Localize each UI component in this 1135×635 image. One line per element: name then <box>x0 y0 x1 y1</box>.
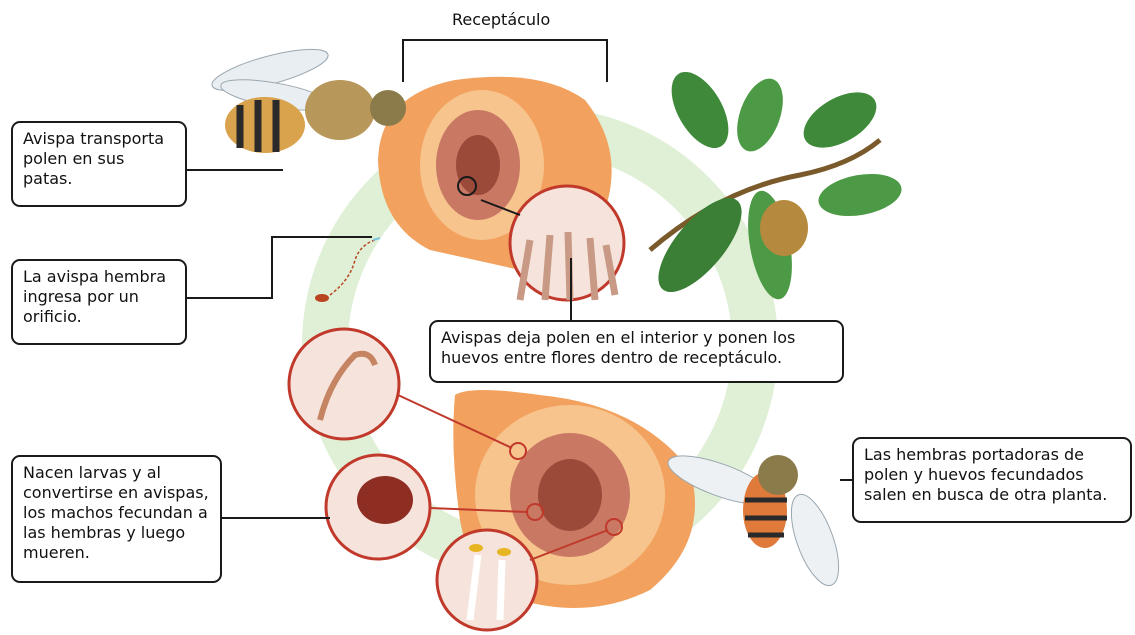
receptacle-label: Receptáculo <box>452 10 562 30</box>
callout-females-leave: Las hembras portadoras de polen y huevos… <box>852 437 1132 523</box>
receptacle-bracket <box>403 40 607 82</box>
wasp-carrying-pollen <box>208 41 406 153</box>
callout-wasp-carries-pollen: Avispa transporta polen en sus patas. <box>11 121 187 207</box>
callout-larvae-born: Nacen larvas y al convertirse en avispas… <box>11 455 222 583</box>
callout-female-enters: La avispa hembra ingresa por un orificio… <box>11 259 187 345</box>
callout-leaves-pollen: Avispas deja polen en el interior y pone… <box>429 320 844 383</box>
